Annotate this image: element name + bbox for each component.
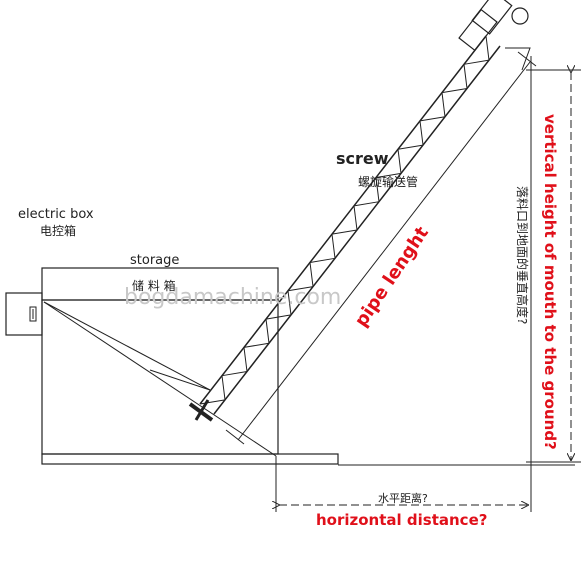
truss-segment <box>243 342 270 348</box>
truss-segment <box>243 347 248 372</box>
pipe-length-dimension <box>225 51 537 445</box>
storage-label-cn: 储 料 箱 <box>132 278 176 293</box>
truss-segment <box>287 290 292 315</box>
truss-segment <box>309 257 336 263</box>
truss-segment <box>375 177 380 202</box>
vertical-height-dimension <box>526 56 581 463</box>
truss-segment <box>463 64 468 89</box>
truss-segment <box>287 286 314 292</box>
truss-segment <box>353 201 380 207</box>
screw-label-cn: 螺旋输送管 <box>358 174 418 189</box>
truss-segment <box>221 375 226 400</box>
pipe-length-label: pipe lenght <box>351 223 433 331</box>
horizontal-distance-label-cn: 水平距离? <box>378 491 428 505</box>
truss-segment <box>265 314 292 320</box>
horizontal-distance-dimension <box>276 456 532 512</box>
watermark: bogdamachine.com <box>124 285 341 310</box>
vertical-height-label: vertical height of mouth to the ground? <box>541 114 559 450</box>
truss-segment <box>419 120 424 146</box>
storage-label: storage <box>130 253 179 268</box>
screw-label: screw <box>336 149 389 168</box>
truss-segment <box>463 59 490 65</box>
truss-segment <box>221 371 248 377</box>
truss-segment <box>331 234 336 259</box>
truss-segment <box>419 116 446 122</box>
storage-bin <box>41 267 279 457</box>
truss-segment <box>199 399 226 405</box>
electric-box-label-cn: 电控箱 <box>40 223 76 238</box>
truss-segment <box>485 35 490 61</box>
truss-segment <box>441 87 468 94</box>
truss-segment <box>397 144 424 150</box>
electric-box <box>5 292 43 336</box>
ground-base <box>41 453 575 466</box>
truss-segment <box>397 149 402 174</box>
screw-conveyor <box>188 0 531 422</box>
truss-segment <box>309 262 314 287</box>
truss-segment <box>375 172 402 179</box>
vertical-height-label-cn: 落料口到地面的垂直高度? <box>515 186 530 324</box>
truss-segment <box>331 229 358 235</box>
electric-box-label: electric box <box>18 207 94 222</box>
horizontal-distance-label: horizontal distance? <box>316 511 487 529</box>
truss-segment <box>353 205 358 231</box>
truss-segment <box>441 92 446 117</box>
truss-segment <box>265 319 270 344</box>
